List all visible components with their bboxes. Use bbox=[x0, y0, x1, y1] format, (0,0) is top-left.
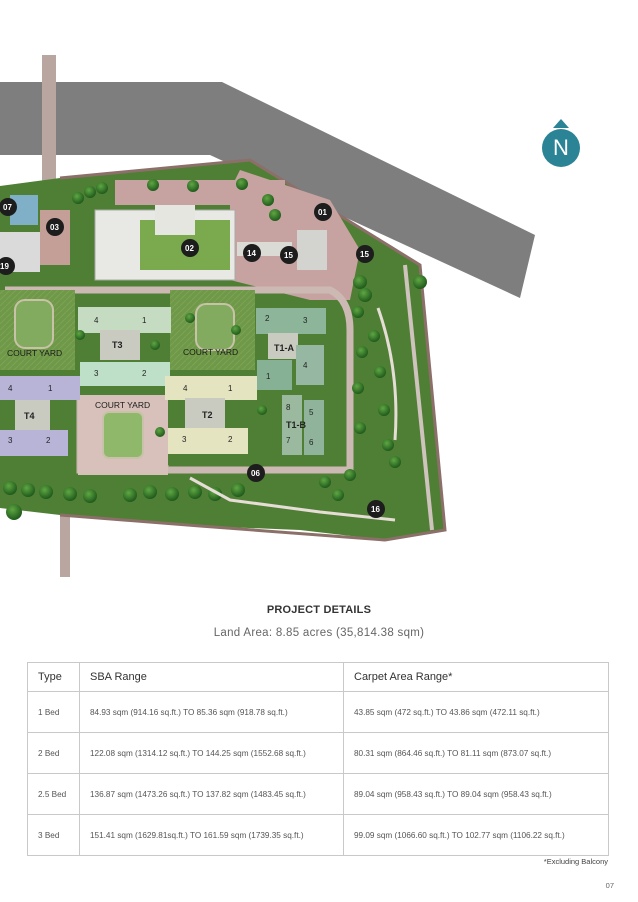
svg-text:06: 06 bbox=[251, 469, 260, 478]
svg-text:15: 15 bbox=[284, 251, 293, 260]
north-compass-icon: N bbox=[541, 119, 581, 171]
svg-text:07: 07 bbox=[3, 203, 12, 212]
cell-carpet: 99.09 sqm (1066.60 sq.ft.) TO 102.77 sqm… bbox=[343, 814, 609, 856]
tower-t2 bbox=[165, 376, 257, 454]
cell-sba: 136.87 sqm (1473.26 sq.ft.) TO 137.82 sq… bbox=[79, 773, 344, 815]
svg-text:02: 02 bbox=[185, 244, 194, 253]
court-yard-label: COURT YARD bbox=[183, 347, 238, 357]
svg-text:16: 16 bbox=[371, 505, 380, 514]
tower-t1 bbox=[256, 308, 326, 455]
svg-text:03: 03 bbox=[50, 223, 59, 232]
tower-t3 bbox=[78, 307, 171, 386]
svg-text:3: 3 bbox=[94, 369, 99, 378]
header-carpet: Carpet Area Range* bbox=[343, 662, 609, 692]
header-type: Type bbox=[27, 662, 80, 692]
cell-sba: 151.41 sqm (1629.81sq.ft.) TO 161.59 sqm… bbox=[79, 814, 344, 856]
table-row: 3 Bed 151.41 sqm (1629.81sq.ft.) TO 161.… bbox=[27, 814, 609, 856]
svg-text:2: 2 bbox=[228, 435, 233, 444]
cell-sba: 84.93 sqm (914.16 sq.ft.) TO 85.36 sqm (… bbox=[79, 691, 344, 733]
svg-text:4: 4 bbox=[94, 316, 99, 325]
site-boundary bbox=[59, 158, 447, 542]
svg-text:1: 1 bbox=[48, 384, 53, 393]
main-road bbox=[0, 82, 535, 298]
cell-type: 3 Bed bbox=[27, 814, 80, 856]
cell-type: 1 Bed bbox=[27, 691, 80, 733]
svg-text:8: 8 bbox=[286, 403, 291, 412]
tower-t4 bbox=[0, 376, 80, 456]
unit-table: Type SBA Range Carpet Area Range* 1 Bed … bbox=[27, 662, 609, 856]
svg-text:3: 3 bbox=[182, 435, 187, 444]
cell-type: 2 Bed bbox=[27, 732, 80, 774]
cell-sba: 122.08 sqm (1314.12 sq.ft.) TO 144.25 sq… bbox=[79, 732, 344, 774]
header-sba: SBA Range bbox=[79, 662, 344, 692]
svg-text:2: 2 bbox=[265, 314, 270, 323]
svg-text:4: 4 bbox=[303, 361, 308, 370]
svg-text:3: 3 bbox=[8, 436, 13, 445]
court-yard-label: COURT YARD bbox=[95, 400, 150, 410]
cell-carpet: 80.31 sqm (864.46 sq.ft.) TO 81.11 sqm (… bbox=[343, 732, 609, 774]
svg-text:6: 6 bbox=[309, 438, 314, 447]
tower-label: T1-A bbox=[274, 343, 295, 353]
compass-label: N bbox=[542, 129, 580, 167]
page-number: 07 bbox=[605, 881, 614, 890]
svg-text:4: 4 bbox=[183, 384, 188, 393]
svg-text:19: 19 bbox=[0, 262, 9, 271]
access-road-south bbox=[60, 515, 70, 577]
svg-text:4: 4 bbox=[8, 384, 13, 393]
svg-text:7: 7 bbox=[286, 436, 291, 445]
tower-label: T4 bbox=[24, 411, 35, 421]
svg-text:2: 2 bbox=[142, 369, 147, 378]
court-yard-label: COURT YARD bbox=[7, 348, 62, 358]
svg-text:1: 1 bbox=[142, 316, 147, 325]
svg-text:01: 01 bbox=[318, 208, 327, 217]
north-arrow-icon bbox=[553, 119, 569, 128]
tower-label: T1-B bbox=[286, 420, 307, 430]
wing-numbers: 4 1 3 2 4 1 3 2 4 1 3 2 2 3 1 4 8 5 7 6 bbox=[8, 314, 314, 447]
cell-carpet: 89.04 sqm (958.43 sq.ft.) TO 89.04 sqm (… bbox=[343, 773, 609, 815]
tower-label: T3 bbox=[112, 340, 123, 350]
table-row: 2.5 Bed 136.87 sqm (1473.26 sq.ft.) TO 1… bbox=[27, 773, 609, 815]
table-footnote: *Excluding Balcony bbox=[543, 857, 608, 866]
svg-text:15: 15 bbox=[360, 250, 369, 259]
svg-text:5: 5 bbox=[309, 408, 314, 417]
section-title: PROJECT DETAILS bbox=[266, 604, 372, 616]
cell-carpet: 43.85 sqm (472 sq.ft.) TO 43.86 sqm (472… bbox=[343, 691, 609, 733]
table-header: Type SBA Range Carpet Area Range* bbox=[27, 662, 609, 692]
table-row: 2 Bed 122.08 sqm (1314.12 sq.ft.) TO 144… bbox=[27, 732, 609, 774]
svg-text:3: 3 bbox=[303, 316, 308, 325]
location-markers: 07 03 19 02 14 15 01 15 06 16 bbox=[0, 198, 385, 518]
access-road bbox=[42, 55, 56, 185]
svg-text:2: 2 bbox=[46, 436, 51, 445]
tower-label: T2 bbox=[202, 410, 213, 420]
table-row: 1 Bed 84.93 sqm (914.16 sq.ft.) TO 85.36… bbox=[27, 691, 609, 733]
land-area: Land Area: 8.85 acres (35,814.38 sqm) bbox=[213, 627, 425, 639]
cell-type: 2.5 Bed bbox=[27, 773, 80, 815]
svg-text:1: 1 bbox=[228, 384, 233, 393]
trees bbox=[3, 178, 427, 520]
svg-text:14: 14 bbox=[247, 249, 256, 258]
site-plan: COURT YARD COURT YARD COURT YARD T3 T4 T… bbox=[0, 55, 535, 577]
svg-text:1: 1 bbox=[266, 372, 271, 381]
